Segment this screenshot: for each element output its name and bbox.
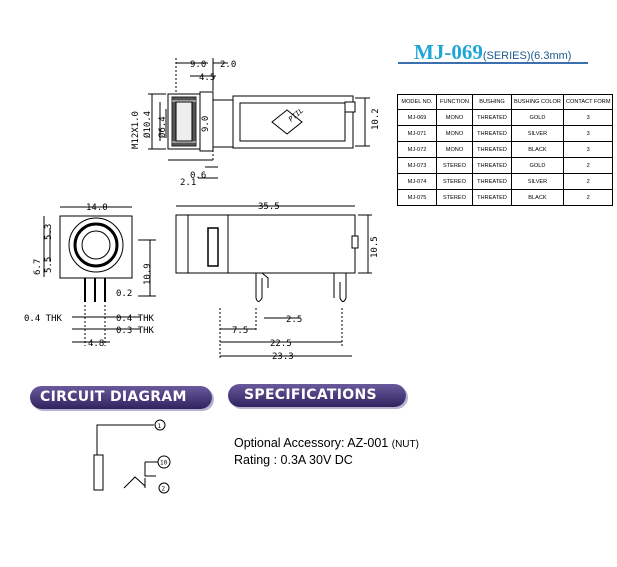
size-label: (6.3mm)	[530, 50, 572, 62]
table-cell: 2	[562, 189, 614, 206]
pin-1-label: 1	[158, 423, 162, 430]
dim-10-2: 10.2	[371, 108, 381, 130]
dim-0-6: 0.6	[190, 171, 206, 181]
front-view	[59, 215, 133, 302]
series-label: (SERIES)	[482, 50, 531, 62]
dim-9-0-inner: 9.0	[201, 116, 211, 132]
dim-10-5: 10.5	[370, 236, 380, 258]
dim-0-4-left: 0.4 THK	[24, 314, 63, 324]
dim-4-8: 4.8	[88, 339, 104, 349]
dim-5-5: 5.5	[44, 257, 54, 273]
dim-5-3: 5.3	[44, 224, 54, 240]
dim-0-2: 0.2	[116, 289, 132, 299]
pin-10-label: 10	[160, 460, 168, 467]
side-view	[175, 214, 359, 302]
accessory-label: Optional Accessory: AZ-001	[234, 436, 389, 450]
model-title: MJ-069	[414, 40, 483, 64]
dim-14-0: 14.0	[86, 203, 108, 213]
table-cell: THREATED	[472, 189, 512, 206]
dim-0-4-right: 0.4 THK	[116, 314, 155, 324]
optional-accessory: Optional Accessory: AZ-001 (NUT)	[234, 436, 419, 450]
top-view	[167, 91, 356, 161]
dim-7-5: 7.5	[232, 326, 248, 336]
dim-9-0-top: 9.0	[190, 60, 206, 70]
dim-22-5: 22.5	[270, 339, 292, 349]
dim-23-3: 23.3	[272, 352, 294, 362]
circuit-diagram-title: CIRCUIT DIAGRAM	[40, 389, 187, 405]
circuit-diagram	[93, 419, 171, 494]
dim-2-0: 2.0	[220, 60, 236, 70]
table-cell: GOLD	[511, 109, 564, 126]
title-underline	[398, 62, 588, 64]
dim-2-1: 2.1	[180, 178, 196, 188]
dim-dia-10-4: Ø10.4	[142, 111, 153, 138]
dim-0-3: 0.3 THK	[116, 326, 155, 336]
circuit-diagram-heading: CIRCUIT DIAGRAM	[30, 386, 212, 409]
dim-thread: M12X1.0	[131, 111, 141, 149]
table-cell: BLACK	[511, 189, 564, 206]
model-table: MODEL NO. FUNCTION BUSHING BUSHING COLOR…	[397, 94, 614, 206]
dim-4-5: 4.5	[199, 73, 215, 83]
accessory-note: (NUT)	[391, 439, 419, 450]
rating-text: Rating : 0.3A 30V DC	[234, 453, 353, 467]
dim-10-9: 10.9	[143, 263, 153, 285]
pin-2-label: 2	[162, 486, 166, 493]
specifications-title: SPECIFICATIONS	[244, 387, 377, 403]
dim-2-5: 2.5	[286, 315, 302, 325]
dim-6-7: 6.7	[33, 259, 43, 275]
specifications-heading: SPECIFICATIONS	[228, 384, 406, 407]
product-title: MJ-069(SERIES)(6.3mm)	[414, 40, 571, 65]
dim-35-5: 35.5	[258, 202, 280, 212]
dim-dia-6-4: Ø6.4	[157, 116, 168, 138]
